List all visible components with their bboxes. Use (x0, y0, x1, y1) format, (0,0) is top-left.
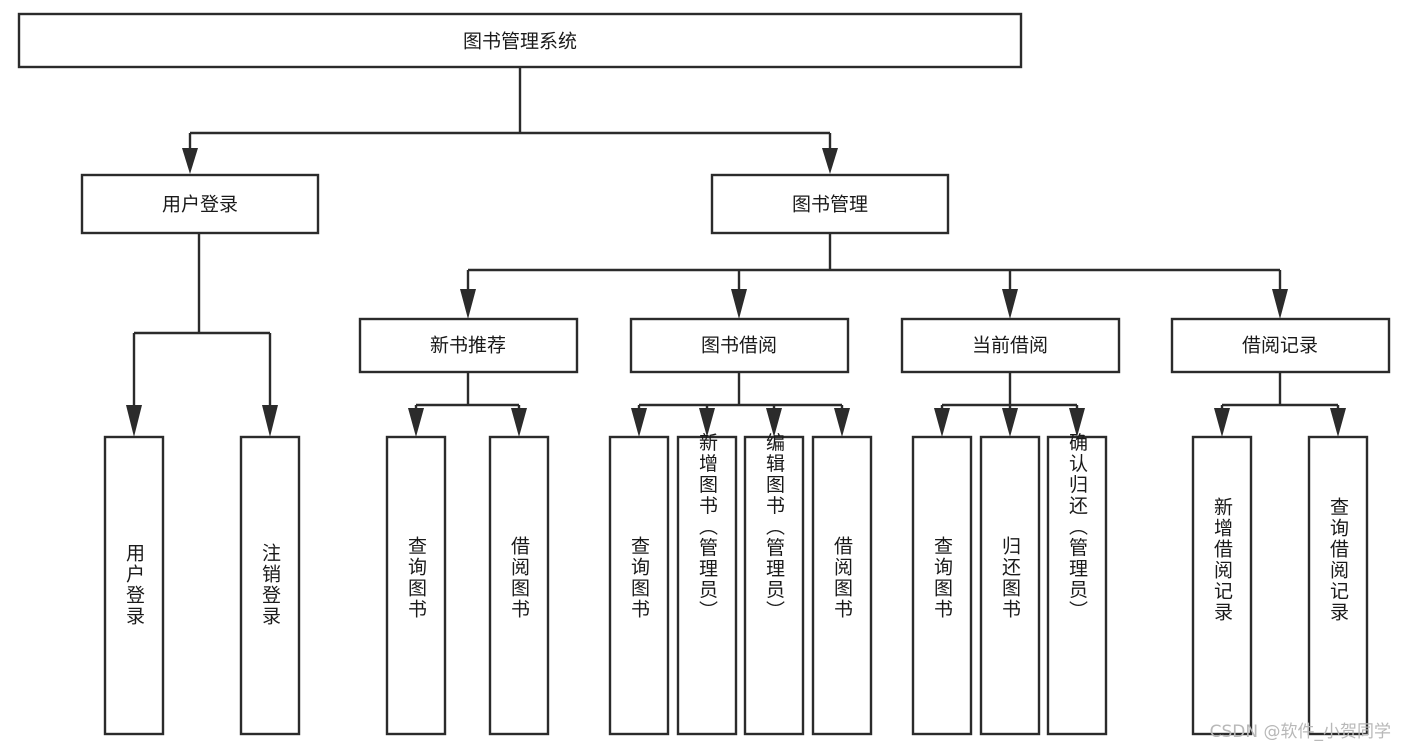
node-leaf-query-book-1[interactable]: 查询图书 (385, 435, 447, 736)
arrowhead-leaf-return-book (1002, 408, 1018, 437)
node-leaf-query-record-label: 查询借阅记录 (1327, 497, 1349, 623)
arrowhead-new-book-rec (460, 289, 476, 319)
arrowhead-leaf-query-record (1330, 408, 1346, 437)
node-leaf-query-record-box[interactable] (1307, 435, 1369, 736)
node-leaf-add-book-label: 新增图书（管理员） (696, 432, 718, 621)
node-leaf-borrow-book-2-label: 借阅图书 (831, 536, 853, 620)
node-leaf-return-book-box[interactable] (979, 435, 1041, 736)
node-leaf-add-book-box[interactable] (676, 435, 738, 736)
node-book-manage[interactable]: 图书管理 (710, 173, 950, 235)
node-leaf-borrow-book-1-label: 借阅图书 (508, 536, 530, 620)
node-leaf-logout[interactable]: 注销登录 (239, 435, 301, 736)
node-leaf-query-book-3[interactable]: 查询图书 (911, 435, 973, 736)
node-leaf-borrow-book-2-box[interactable] (811, 435, 873, 736)
node-new-book-rec[interactable]: 新书推荐 (358, 317, 579, 374)
node-current-borrow[interactable]: 当前借阅 (900, 317, 1121, 374)
node-borrow-record[interactable]: 借阅记录 (1170, 317, 1391, 374)
node-leaf-query-book-1-label: 查询图书 (405, 536, 427, 620)
arrowhead-leaf-user-login (126, 405, 142, 437)
node-book-manage-label: 图书管理 (792, 194, 868, 216)
node-leaf-user-login-box[interactable] (103, 435, 165, 736)
arrowhead-user-login (182, 148, 198, 174)
node-leaf-return-book[interactable]: 归还图书 (979, 435, 1041, 736)
arrowhead-borrow-record (1272, 289, 1288, 319)
node-leaf-borrow-book-2[interactable]: 借阅图书 (811, 435, 873, 736)
arrowhead-leaf-add-book (699, 408, 715, 437)
arrowhead-leaf-borrow-book-1 (511, 408, 527, 437)
arrowhead-book-manage (822, 148, 838, 174)
node-leaf-edit-book-box[interactable] (743, 435, 805, 736)
node-leaf-query-book-2-label: 查询图书 (628, 536, 650, 620)
node-leaf-return-book-label: 归还图书 (999, 536, 1021, 620)
node-leaf-query-book-3-box[interactable] (911, 435, 973, 736)
arrowhead-leaf-query-book-1 (408, 408, 424, 437)
arrowhead-leaf-query-book-2 (631, 408, 647, 437)
node-leaf-logout-box[interactable] (239, 435, 301, 736)
arrowhead-leaf-add-record (1214, 408, 1230, 437)
arrowhead-leaf-logout (262, 405, 278, 437)
node-leaf-add-book[interactable]: 新增图书（管理员） (676, 432, 738, 736)
node-leaf-add-record-label: 新增借阅记录 (1211, 497, 1233, 623)
arrowhead-leaf-confirm-return (1069, 408, 1085, 437)
node-leaf-query-book-2-box[interactable] (608, 435, 670, 736)
node-root-box[interactable] (17, 12, 1023, 69)
arrowhead-leaf-query-book-3 (934, 408, 950, 437)
node-leaf-user-login[interactable]: 用户登录 (103, 435, 165, 736)
node-user-login-label: 用户登录 (162, 194, 238, 216)
connector-layer (126, 67, 1346, 437)
node-leaf-confirm-return-label: 确认归还（管理员） (1066, 432, 1088, 621)
node-leaf-query-book-2[interactable]: 查询图书 (608, 435, 670, 736)
arrowhead-leaf-borrow-book-2 (834, 408, 850, 437)
node-leaf-add-record[interactable]: 新增借阅记录 (1191, 435, 1253, 736)
node-user-login[interactable]: 用户登录 (80, 173, 320, 235)
node-leaf-confirm-return[interactable]: 确认归还（管理员） (1046, 432, 1108, 736)
node-borrow-record-label: 借阅记录 (1242, 335, 1318, 357)
node-leaf-query-book-3-label: 查询图书 (931, 536, 953, 620)
node-leaf-query-record[interactable]: 查询借阅记录 (1307, 435, 1369, 736)
node-current-borrow-box[interactable] (900, 317, 1121, 374)
arrowhead-leaf-edit-book (766, 408, 782, 437)
node-book-manage-box[interactable] (710, 173, 950, 235)
node-new-book-rec-label: 新书推荐 (430, 335, 506, 357)
node-leaf-borrow-book-1[interactable]: 借阅图书 (488, 435, 550, 736)
node-leaf-borrow-book-1-box[interactable] (488, 435, 550, 736)
node-leaf-confirm-return-box[interactable] (1046, 435, 1108, 736)
node-leaf-edit-book[interactable]: 编辑图书（管理员） (743, 432, 805, 736)
node-user-login-box[interactable] (80, 173, 320, 235)
node-root-label: 图书管理系统 (463, 31, 577, 53)
node-leaf-edit-book-label: 编辑图书（管理员） (763, 432, 785, 621)
node-current-borrow-label: 当前借阅 (972, 335, 1048, 357)
node-book-borrow-label: 图书借阅 (701, 335, 777, 357)
node-leaf-user-login-label: 用户登录 (123, 543, 145, 627)
node-root[interactable]: 图书管理系统 (17, 12, 1023, 69)
node-borrow-record-box[interactable] (1170, 317, 1391, 374)
node-leaf-query-book-1-box[interactable] (385, 435, 447, 736)
node-book-borrow-box[interactable] (629, 317, 850, 374)
node-book-borrow[interactable]: 图书借阅 (629, 317, 850, 374)
arrowhead-book-borrow (731, 289, 747, 319)
node-leaf-add-record-box[interactable] (1191, 435, 1253, 736)
node-leaf-logout-label: 注销登录 (259, 543, 281, 627)
node-new-book-rec-box[interactable] (358, 317, 579, 374)
arrowhead-current-borrow (1002, 289, 1018, 319)
